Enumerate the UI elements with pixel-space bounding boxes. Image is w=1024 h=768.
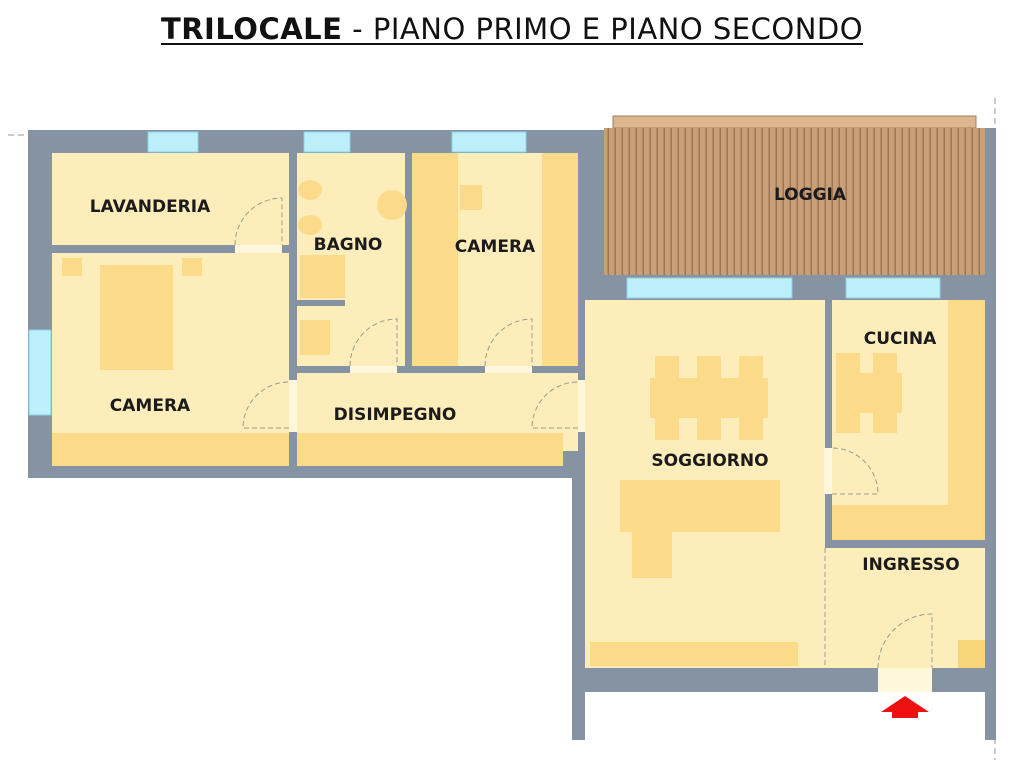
wall-loggia-right [984, 128, 996, 290]
door-soggiorno[interactable] [578, 380, 585, 432]
pillar [563, 451, 578, 466]
room-label-camera-small: CAMERA [455, 237, 536, 257]
entrance-arrow-icon [881, 696, 929, 718]
wall-stub-right [985, 692, 996, 740]
door-camera-main[interactable] [289, 380, 297, 432]
door-bagno[interactable] [350, 366, 397, 373]
title-main: TRILOCALE [160, 12, 343, 46]
room-label-camera-main: CAMERA [110, 396, 191, 416]
plan-title: TRILOCALE - PIANO PRIMO E PIANO SECONDO [0, 12, 1024, 46]
loggia-deck [604, 128, 985, 275]
title-rest: - PIANO PRIMO E PIANO SECONDO [342, 12, 864, 46]
wall-stub-left [572, 692, 585, 740]
room-label-soggiorno: SOGGIORNO [651, 451, 768, 471]
room-label-cucina: CUCINA [864, 329, 937, 349]
door-camera-small[interactable] [485, 366, 532, 373]
loggia-cap [612, 115, 977, 129]
door-swings [234, 197, 933, 669]
entrance-door[interactable] [878, 668, 932, 692]
room-label-loggia: LOGGIA [774, 185, 847, 205]
floor-lavanderia [52, 153, 289, 245]
room-label-ingresso: INGRESSO [862, 555, 959, 575]
room-label-disimpegno: DISIMPEGNO [334, 405, 457, 425]
wall-bagno-partition [297, 300, 345, 306]
wall-loggia-left [590, 130, 604, 290]
room-label-lavanderia: LAVANDERIA [90, 197, 211, 217]
room-label-bagno: BAGNO [314, 235, 383, 255]
furniture [52, 153, 985, 668]
windows [28, 131, 941, 416]
door-lavanderia[interactable] [235, 245, 282, 253]
door-cucina[interactable] [824, 448, 832, 494]
